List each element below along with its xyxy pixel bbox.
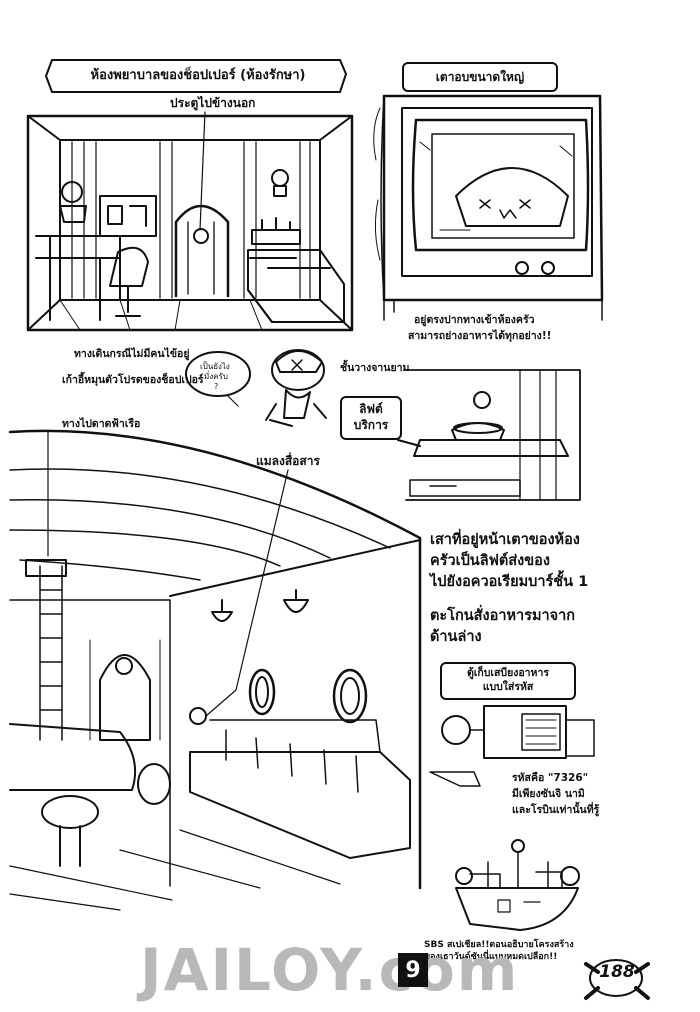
sbs-note-2: ของเธาวันด์ซันนี่แบบหมดเปลือก!! (424, 952, 558, 962)
oven-title: เตาอบขนาดใหญ่ (402, 62, 558, 92)
order-note-1: ตะโกนสั่งอาหารมาจาก (430, 608, 576, 624)
lift-label-box: ลิฟต์ บริการ (340, 396, 402, 440)
fridge-code-2: มีเพียงซันจิ นามิ (512, 788, 585, 800)
page-number: 188 (599, 962, 635, 982)
ship-illustration (455, 839, 580, 931)
galley-illustration (8, 429, 422, 911)
sbs-note-1: SBS สเปเชียล!!ตอนอธิบายโครงสร้าง (424, 940, 574, 950)
chapter-badge: 9 (398, 953, 428, 987)
fridge-title-1: ตู้เก็บเสบียงอาหาร (466, 667, 550, 680)
fridge-code-1: รหัสคือ "7326" (512, 772, 589, 784)
chopper-bubble-2: มั่งครับ (204, 372, 228, 381)
chopper-bubble-3: ? (214, 382, 219, 391)
sickbay-note-2: เก้าอี้หมุนตัวโปรดของช็อปเปอร์ (62, 374, 204, 386)
lift-desc-2: ครัวเป็นลิฟต์ส่งของ (430, 553, 550, 570)
deck-path-label: ทางไปดาดฟ้าเรือ (62, 418, 141, 430)
chopper-bubble-1: เป็นยังไง (200, 362, 230, 371)
banner-scroll (44, 59, 348, 93)
snail-label: แมลงสื่อสาร (256, 454, 320, 468)
lift-desc: เสาที่อยู่หน้าเตาของห้อง ครัวเป็นลิฟต์ส่… (430, 530, 588, 593)
order-note-2: ด้านล่าง (430, 629, 482, 646)
fridge-title-2: แบบใส่รหัส (482, 681, 534, 693)
oven-caption-2: สามารถย่างอาหารได้ทุกอย่าง!! (408, 330, 552, 342)
lift-label-1: ลิฟต์ (359, 402, 383, 417)
lift-illustration (397, 369, 581, 501)
lift-desc-1: เสาที่อยู่หน้าเตาของห้อง (430, 532, 580, 548)
oven-illustration (373, 94, 604, 321)
skull-emblem (584, 959, 650, 1000)
shelf-label: ชั้นวางจานยาม (340, 362, 410, 374)
sickbay-note-1: ทางเดินกรณีไม่มีคนไข้อยู่ (74, 348, 190, 360)
oven-caption-1: อยู่ตรงปากทางเข้าห้องครัว (414, 314, 535, 326)
door-label: ประตูไปข้างนอก (170, 96, 256, 110)
order-note: ตะโกนสั่งอาหารมาจาก ด้านล่าง (430, 606, 575, 648)
fridge-title-box: ตู้เก็บเสบียงอาหาร แบบใส่รหัส (440, 662, 576, 700)
sickbay-illustration (26, 111, 354, 332)
site-watermark: JAILOY.com (140, 936, 520, 1004)
lift-desc-3: ไปยังอควอเรียมบาร์ชั้น 1 (430, 574, 589, 591)
sickbay-title: ห้องพยาบาลของช็อปเปอร์ (ห้องรักษา) (90, 67, 306, 83)
chopper-sketch (185, 349, 327, 427)
fridge-code-3: และโรบินเท่านั้นที่รู้ (512, 804, 600, 816)
fridge-illustration (429, 705, 595, 787)
lift-label-2: บริการ (353, 418, 389, 432)
